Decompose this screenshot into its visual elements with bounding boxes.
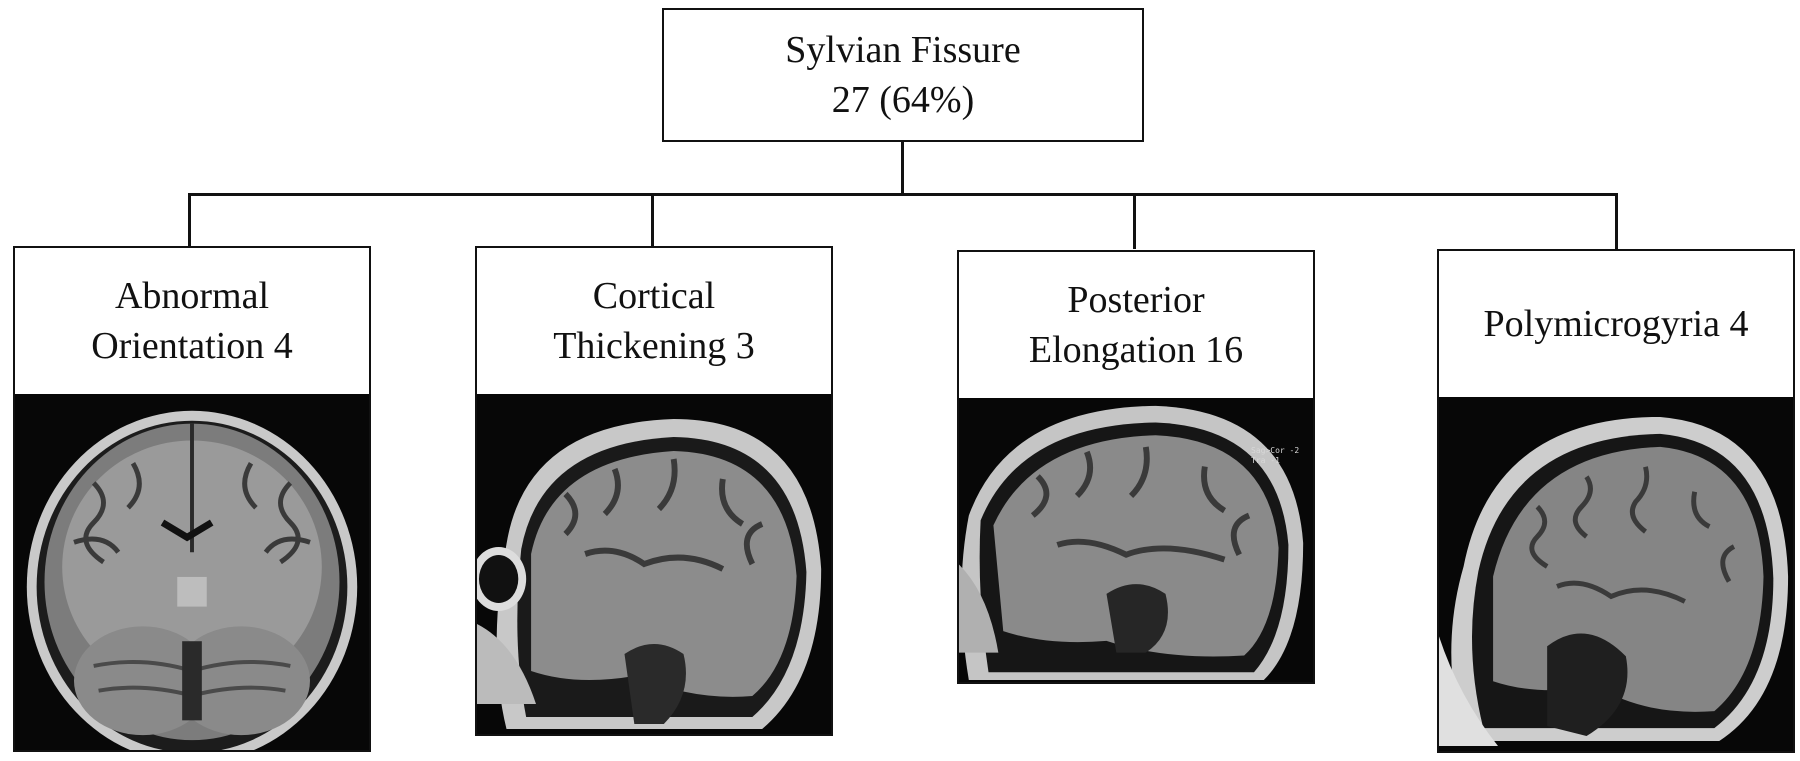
category-label-line2: Elongation 16	[1028, 329, 1244, 371]
scan-overlay-line1: Sag>Cor -2	[1251, 446, 1300, 455]
branch-line-4	[1615, 193, 1618, 249]
horizontal-connector-line	[188, 193, 1618, 196]
branch-line-1	[188, 193, 191, 249]
root-node-sylvian-fissure: Sylvian Fissure 27 (64%)	[662, 8, 1144, 142]
branch-line-3	[1133, 193, 1136, 249]
category-label: Abnormal Orientation 4	[15, 248, 369, 396]
category-card-abnormal-orientation: Abnormal Orientation 4	[13, 246, 371, 752]
category-card-cortical-thickening: Cortical Thickening 3	[475, 246, 833, 736]
category-label: Cortical Thickening 3	[477, 248, 831, 396]
category-label: Posterior Elongation 16	[959, 252, 1313, 400]
root-stem-line	[901, 140, 904, 196]
category-label-line2: Thickening 3	[553, 325, 755, 367]
category-label-line1: Polymicrogyria 4	[1483, 302, 1749, 345]
scan-overlay-text: Sag>Cor -2 Tra -1	[1251, 446, 1299, 465]
mri-coronal-image	[15, 394, 369, 750]
mri-sagittal-image	[1439, 397, 1793, 751]
category-card-polymicrogyria: Polymicrogyria 4	[1437, 249, 1795, 753]
category-label: Polymicrogyria 4	[1439, 251, 1793, 399]
category-card-posterior-elongation: Posterior Elongation 16 Sag>Cor -2 Tra -…	[957, 250, 1315, 684]
category-label-line1: Abnormal	[114, 274, 270, 317]
branch-line-2	[651, 193, 654, 249]
mri-sagittal-image	[477, 394, 831, 734]
mri-sagittal-image: Sag>Cor -2 Tra -1	[959, 398, 1313, 682]
root-title: Sylvian Fissure	[785, 28, 1021, 71]
scan-overlay-line2: Tra -1	[1251, 455, 1280, 465]
root-count: 27 (64%)	[831, 79, 975, 121]
category-label-line1: Posterior	[1067, 278, 1205, 321]
category-label-line2: Orientation 4	[91, 325, 293, 367]
category-label-line1: Cortical	[592, 274, 716, 317]
